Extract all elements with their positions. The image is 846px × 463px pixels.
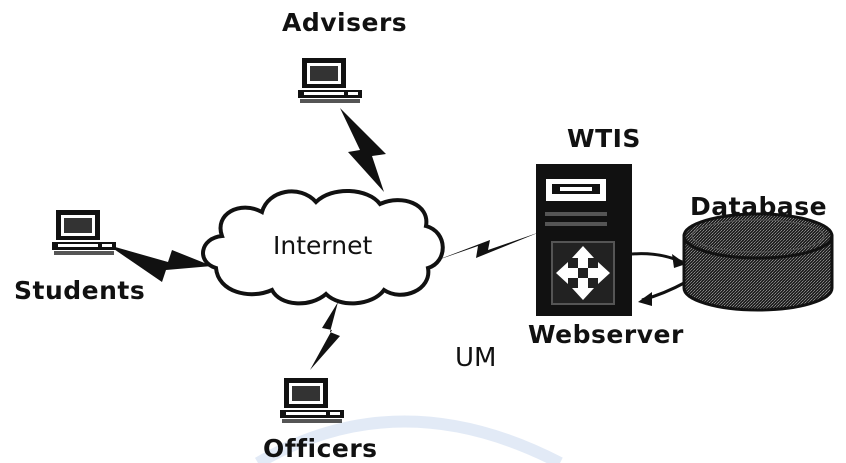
link-internet-webserver	[432, 232, 540, 262]
link-students-internet	[108, 245, 212, 282]
officers-computer-icon	[280, 378, 344, 423]
label-officers: Officers	[263, 434, 378, 463]
label-internet: Internet	[273, 231, 372, 260]
students-computer-icon	[52, 210, 116, 255]
label-students: Students	[14, 276, 146, 305]
link-advisers-internet	[340, 108, 386, 192]
watermark-arc	[254, 415, 563, 463]
link-internet-officers	[310, 302, 340, 370]
database-cylinder-icon	[682, 212, 834, 312]
advisers-computer-icon	[298, 58, 362, 103]
arrowhead-to-webserver	[638, 292, 652, 306]
cloud-icon	[201, 188, 445, 306]
label-um: UM	[455, 343, 497, 373]
label-webserver: Webserver	[528, 320, 684, 349]
server-tower-icon	[536, 164, 632, 316]
label-wtis: WTIS	[567, 124, 641, 153]
label-advisers: Advisers	[282, 8, 408, 37]
label-database: Database	[690, 192, 828, 221]
